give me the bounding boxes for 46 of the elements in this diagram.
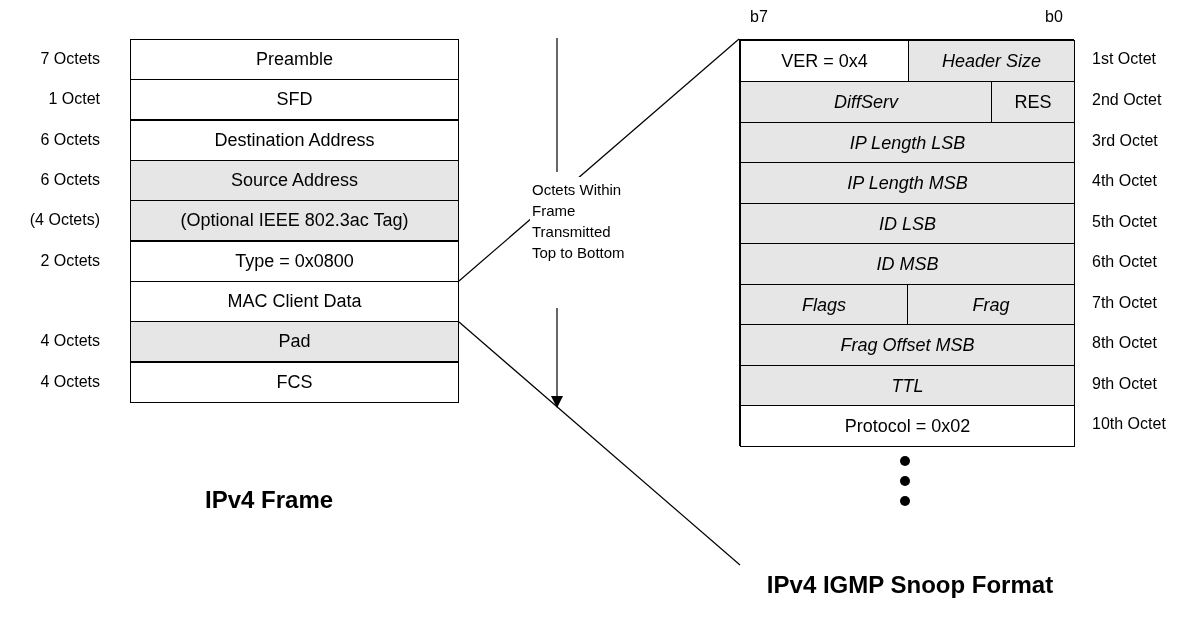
field-cell: TTL bbox=[740, 365, 1075, 407]
field-cell: RES bbox=[991, 81, 1075, 123]
octet-count: (4 Octets) bbox=[29, 210, 100, 229]
octet-count: 6 Octets bbox=[40, 170, 100, 189]
field-cell: IP Length MSB bbox=[740, 162, 1075, 204]
field-cell: SFD bbox=[130, 79, 459, 120]
field-cell: Frag Offset MSB bbox=[740, 324, 1075, 366]
field-cell: Header Size bbox=[908, 40, 1075, 82]
bit-label: b0 bbox=[1045, 8, 1063, 26]
field-cell: Type = 0x0800 bbox=[130, 241, 459, 282]
expansion-line bbox=[458, 321, 741, 566]
field-cell: Protocol = 0x02 bbox=[740, 405, 1075, 447]
field-cell: VER = 0x4 bbox=[740, 40, 909, 82]
format-table bbox=[739, 39, 1074, 446]
field-cell: FCS bbox=[130, 362, 459, 403]
octet-count: 4 Octets bbox=[40, 372, 100, 391]
field-cell: ID MSB bbox=[740, 243, 1075, 285]
octet-count: 10th Octet bbox=[1092, 415, 1166, 433]
field-cell: Frag bbox=[907, 284, 1075, 326]
octet-count: 2 Octets bbox=[40, 251, 100, 270]
octet-count: 5th Octet bbox=[1092, 213, 1157, 231]
octet-count: 3rd Octet bbox=[1092, 132, 1158, 150]
octet-count: 7 Octets bbox=[40, 49, 100, 68]
octet-count: 8th Octet bbox=[1092, 334, 1157, 352]
octet-count: 6th Octet bbox=[1092, 253, 1157, 271]
octet-count: 6 Octets bbox=[40, 130, 100, 149]
field-cell: MAC Client Data bbox=[130, 281, 459, 322]
octet-count: 9th Octet bbox=[1092, 375, 1157, 393]
octet-count: 4 Octets bbox=[40, 331, 100, 350]
octet-count: 2nd Octet bbox=[1092, 91, 1162, 109]
field-cell: Source Address bbox=[130, 160, 459, 201]
octet-count: 4th Octet bbox=[1092, 172, 1157, 190]
field-cell: IP Length LSB bbox=[740, 122, 1075, 164]
section-title: IPv4 Frame bbox=[205, 486, 334, 514]
octet-count: 7th Octet bbox=[1092, 294, 1157, 312]
field-cell: (Optional IEEE 802.3ac Tag) bbox=[130, 200, 459, 241]
field-cell: ID LSB bbox=[740, 203, 1075, 245]
bit-label: b7 bbox=[750, 8, 768, 26]
octet-count: 1 Octet bbox=[48, 89, 100, 108]
field-cell: Flags bbox=[740, 284, 908, 326]
field-cell: Destination Address bbox=[130, 120, 459, 161]
field-cell: DiffServ bbox=[740, 81, 992, 123]
diagram-title: IPv4 IGMP Snoop Format bbox=[740, 545, 1080, 619]
octet-count: 1st Octet bbox=[1092, 50, 1157, 68]
field-cell: Pad bbox=[130, 321, 459, 362]
field-cell: Preamble bbox=[130, 39, 459, 80]
